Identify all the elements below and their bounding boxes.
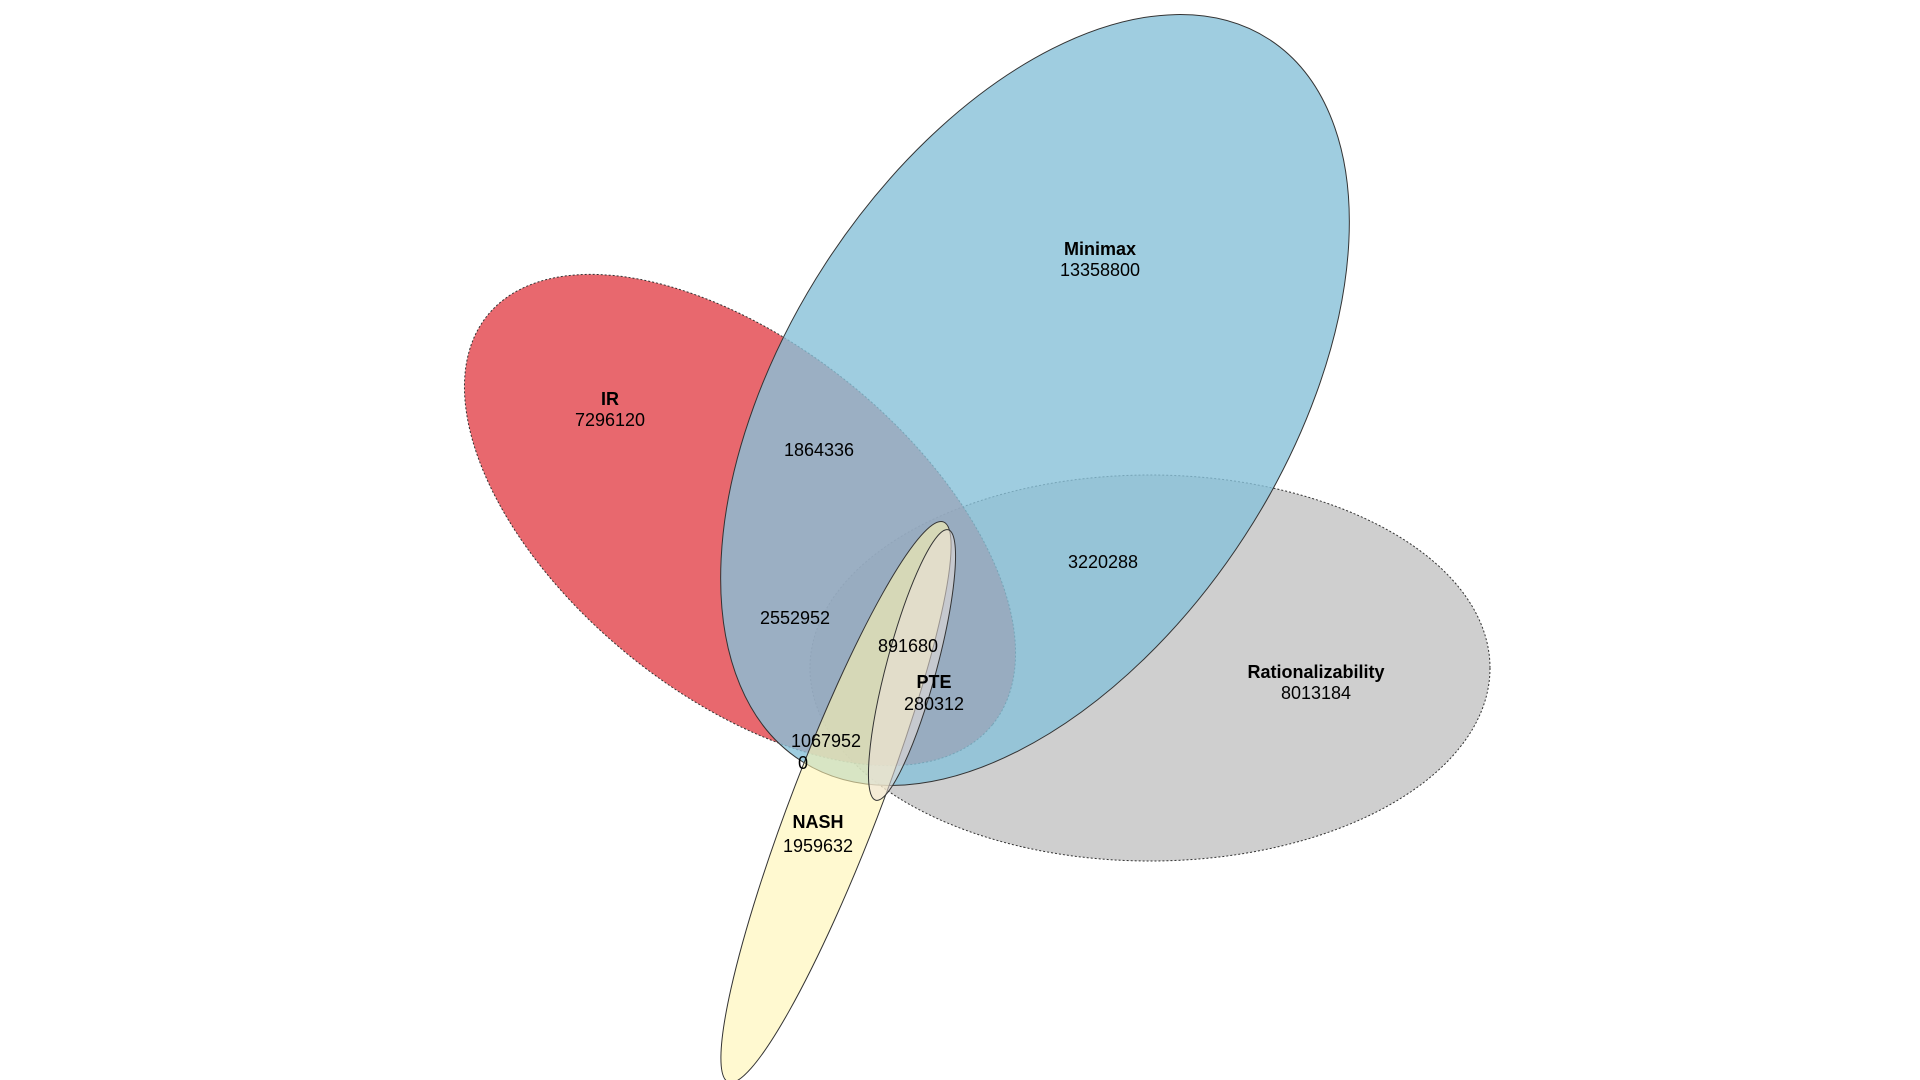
region-minimax-rationalizability: 3220288 [1068,552,1138,572]
set-minimax [720,14,1350,786]
set-pte [867,529,957,801]
label-rationalizability-name: Rationalizability [1247,662,1384,682]
region-ir-minimax-rationalizability: 2552952 [760,608,830,628]
label-ir-count: 7296120 [575,410,645,430]
label-ir-name: IR [601,389,619,409]
region-ir-minimax: 1864336 [784,440,854,460]
label-pte-name: PTE [916,672,951,692]
label-pte-count: 280312 [904,694,964,714]
region-inner-nash: 891680 [878,636,938,656]
label-minimax-name: Minimax [1064,239,1136,259]
label-nash-count: 1959632 [783,836,853,856]
label-nash-name: NASH [792,812,843,832]
label-minimax-count: 13358800 [1060,260,1140,280]
region-zero: 0 [798,753,808,773]
label-rationalizability-count: 8013184 [1281,683,1351,703]
region-nash-lower: 1067952 [791,731,861,751]
